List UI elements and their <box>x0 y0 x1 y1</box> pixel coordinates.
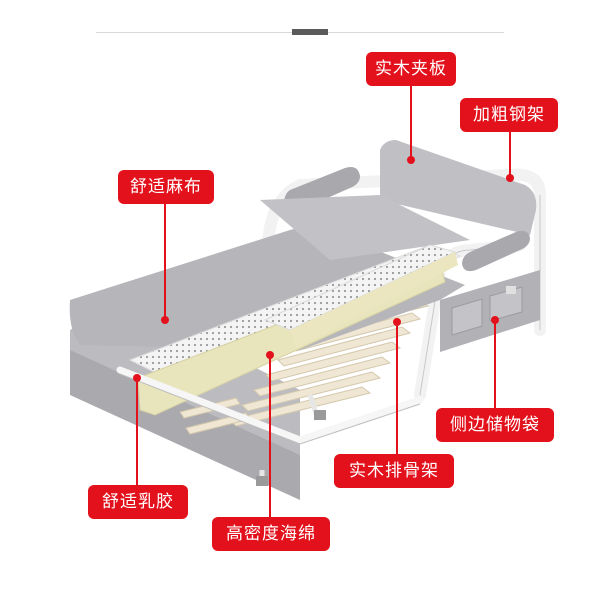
storage-pocket-1 <box>451 298 483 336</box>
callout-solid-wood-slats: 实木排骨架 <box>334 454 454 488</box>
header-tab-marker <box>292 29 328 35</box>
callout-comfortable-linen: 舒适麻布 <box>118 170 214 204</box>
leg-foot-1 <box>314 410 326 420</box>
folding-mattress-side <box>290 252 458 348</box>
leg-foot-2 <box>256 476 268 486</box>
callout-thickened-steel-frame: 加粗钢架 <box>460 98 558 132</box>
backrest <box>380 140 537 235</box>
callout-leaders <box>136 84 511 517</box>
callout-solid-wood-splint: 实木夹板 <box>366 52 456 86</box>
callout-high-density-sponge: 高密度海绵 <box>212 517 330 551</box>
right-arm-cushion <box>462 230 530 272</box>
phone-in-pocket <box>506 286 516 294</box>
seat-back-cushion <box>260 195 470 260</box>
callout-comfortable-latex: 舒适乳胶 <box>88 485 188 519</box>
bed-rails-edge <box>119 373 421 445</box>
callout-side-storage-bag: 侧边储物袋 <box>436 408 554 442</box>
base-box-front <box>70 345 300 500</box>
callout-dots <box>133 156 514 382</box>
